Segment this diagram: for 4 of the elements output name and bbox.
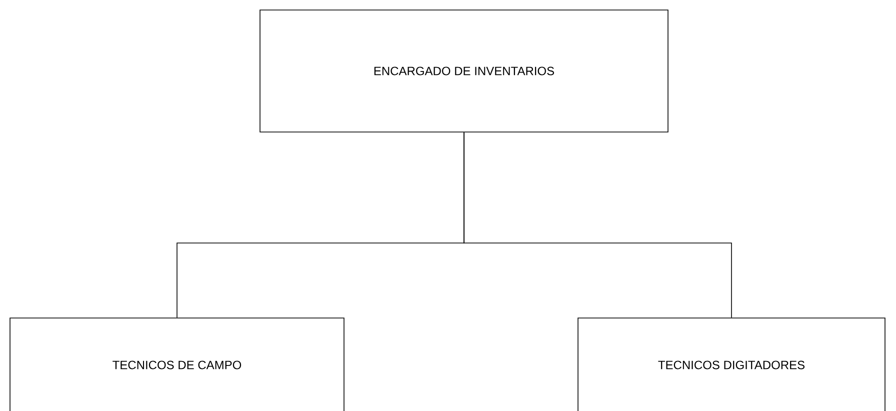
org-box: TECNICOS DE CAMPO	[10, 318, 344, 411]
org-box: TECNICOS DIGITADORES	[578, 318, 886, 411]
connector-line	[464, 132, 732, 318]
org-box: ENCARGADO DE INVENTARIOS	[260, 10, 668, 132]
